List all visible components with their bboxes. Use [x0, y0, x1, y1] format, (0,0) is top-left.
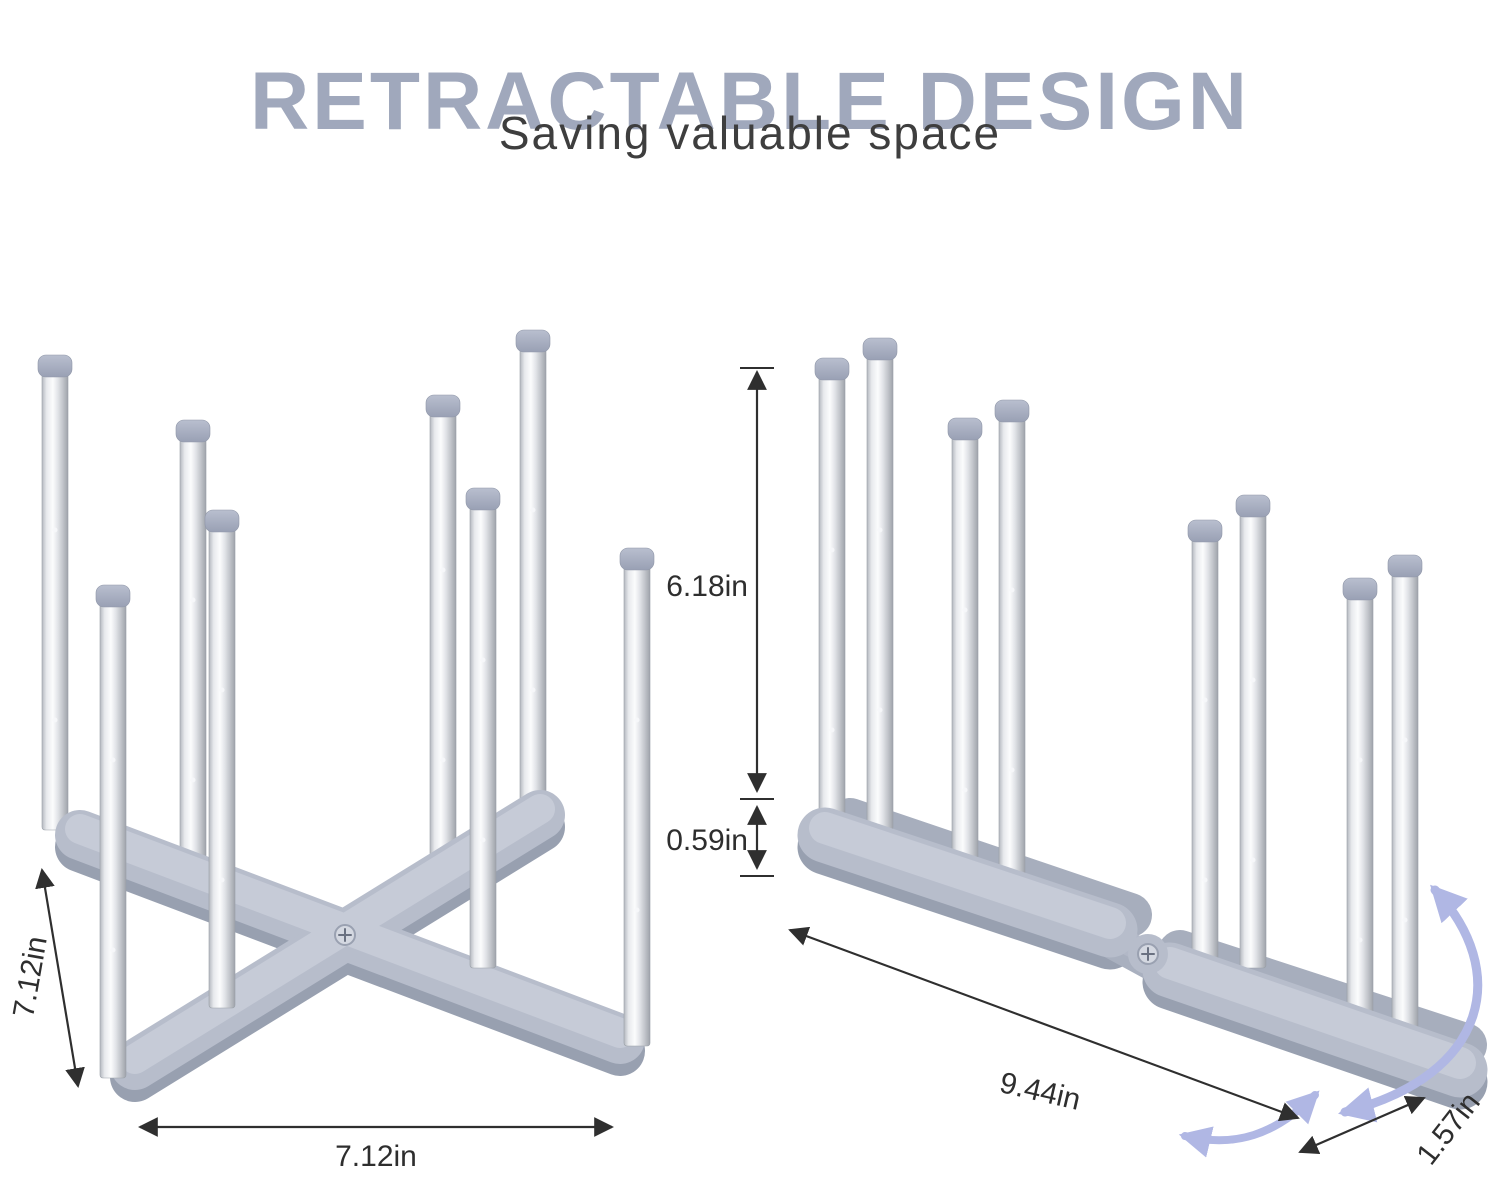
steel-rod: [1387, 554, 1423, 1034]
dimension-arrow-depth: [1298, 1096, 1426, 1154]
dimension-label-base-height: 0.59in: [666, 824, 748, 857]
rotation-arrow: [1338, 884, 1483, 1123]
steel-rod: [619, 547, 655, 1047]
steel-rod: [515, 329, 551, 826]
pivot-screw: [334, 924, 356, 946]
rack-base-folded: [797, 807, 1488, 1110]
rotation-arrow: [1178, 1090, 1320, 1158]
steel-rod: [37, 354, 73, 831]
steel-rod: [1235, 494, 1271, 969]
dimension-label-rod-height: 6.18in: [666, 570, 748, 603]
steel-rod: [465, 487, 501, 969]
dimension-label-length: 9.44in: [996, 1066, 1084, 1117]
page-title: RETRACTABLE DESIGN: [249, 55, 1251, 147]
steel-rod: [994, 399, 1030, 876]
rack-base-cross: [55, 790, 645, 1102]
steel-rod: [862, 337, 898, 831]
steel-rod: [425, 394, 461, 881]
steel-rod: [814, 357, 850, 836]
steel-rod: [204, 509, 240, 1009]
dimension-label-depth: 1.57in: [1410, 1086, 1487, 1172]
steel-rod: [1187, 519, 1223, 989]
steel-rod: [947, 417, 983, 883]
steel-rod: [175, 419, 211, 893]
steel-rod: [95, 584, 131, 1079]
page-subtitle: Saving valuable space: [498, 107, 1002, 159]
dimension-label-left-width: 7.12in: [335, 1140, 417, 1173]
pivot-screw: [1137, 943, 1159, 965]
dimension-label-left-height: 7.12in: [7, 933, 54, 1021]
expanded-rack-figure: [37, 329, 655, 1102]
steel-rod: [1342, 577, 1378, 1053]
rack-base-back-layer: [828, 798, 1487, 1067]
folded-rack-figure: [797, 337, 1488, 1158]
